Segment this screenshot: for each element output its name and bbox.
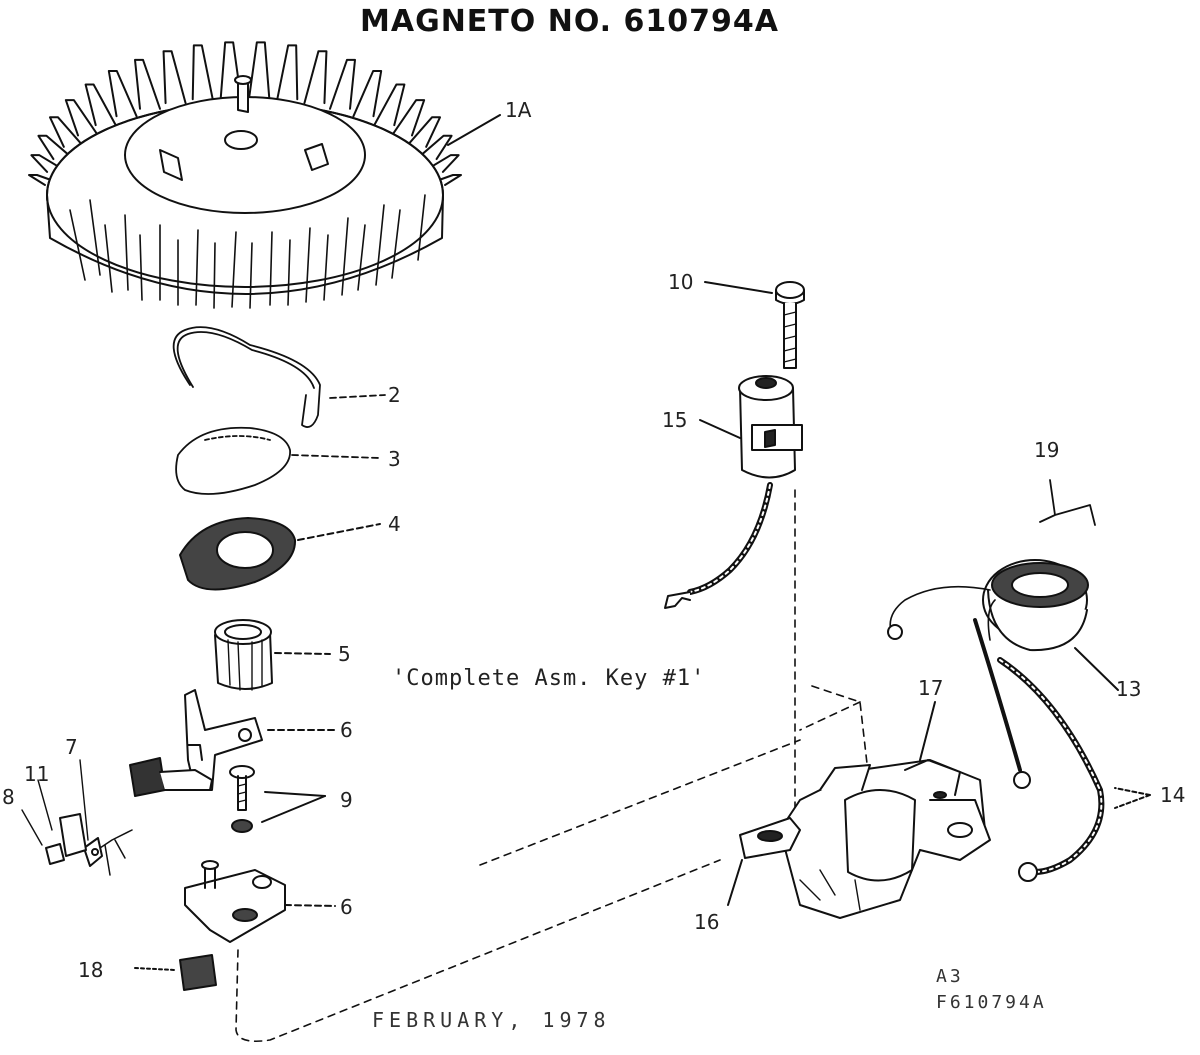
flywheel-fin xyxy=(276,44,299,101)
label-part-8: 8 xyxy=(2,785,15,809)
flywheel-fin xyxy=(84,83,117,127)
label-part-1a: 1A xyxy=(505,98,532,122)
label-part-10: 10 xyxy=(668,270,694,294)
plug-part-18 xyxy=(134,954,217,991)
flywheel-fin xyxy=(191,44,214,101)
complete-assembly-note: 'Complete Asm. Key #1' xyxy=(392,666,706,691)
cover-part-3 xyxy=(175,426,381,495)
leader-14 xyxy=(1114,787,1151,809)
clip-part-19 xyxy=(1039,479,1096,526)
flywheel-fin xyxy=(37,134,75,161)
diagram-title: MAGNETO NO. 610794A xyxy=(360,4,779,39)
flywheel-fin xyxy=(329,58,356,110)
label-part-9: 9 xyxy=(340,788,353,812)
screw-part-10 xyxy=(704,281,805,369)
flywheel-fin xyxy=(248,41,271,99)
screw-washer-part-9 xyxy=(229,765,326,833)
flywheel-fin xyxy=(303,50,328,105)
flywheel-fin xyxy=(405,116,442,148)
label-part-4: 4 xyxy=(388,512,401,536)
label-part-13: 13 xyxy=(1116,677,1142,701)
flywheel-fin xyxy=(415,134,453,161)
bushing-part-5 xyxy=(214,619,331,691)
flywheel-fin xyxy=(64,99,100,137)
label-part-11: 11 xyxy=(24,762,50,786)
flywheel-fin xyxy=(48,116,85,148)
part-number-code: F610794A xyxy=(936,992,1047,1013)
flywheel-part-1a xyxy=(28,41,501,309)
label-part-6-upper: 6 xyxy=(340,718,353,742)
breaker-plate-part-6-lower xyxy=(184,860,336,943)
flywheel-fin xyxy=(352,70,383,118)
label-part-15: 15 xyxy=(662,408,688,432)
armature-part-17 xyxy=(779,701,991,919)
assembly-outline xyxy=(235,685,871,1043)
gasket-part-4 xyxy=(179,517,381,591)
label-part-17: 17 xyxy=(918,676,944,700)
page-code-a3: A3 xyxy=(936,966,964,987)
diagram-date: FEBRUARY, 1978 xyxy=(372,1008,611,1032)
flywheel-fin xyxy=(373,83,406,127)
label-part-18: 18 xyxy=(78,958,104,982)
label-part-3: 3 xyxy=(388,447,401,471)
flywheel-fin xyxy=(107,70,138,118)
flywheel-fin xyxy=(219,41,242,99)
label-part-6-lower: 6 xyxy=(340,895,353,919)
spring-clip-part-2 xyxy=(172,326,386,428)
label-part-5: 5 xyxy=(338,642,351,666)
label-part-2: 2 xyxy=(388,383,401,407)
breaker-arm-part-6-upper xyxy=(184,689,336,791)
label-part-16: 16 xyxy=(694,910,720,934)
flywheel-fin xyxy=(390,99,426,137)
label-part-7: 7 xyxy=(65,735,78,759)
label-part-19: 19 xyxy=(1034,438,1060,462)
label-part-14: 14 xyxy=(1160,783,1186,807)
coil-part-13 xyxy=(887,559,1119,882)
bracket-part-16 xyxy=(727,817,801,906)
connector-parts-7-8-11 xyxy=(21,757,213,876)
condenser-part-15 xyxy=(664,375,803,609)
flywheel-fin xyxy=(134,58,161,110)
flywheel-fin xyxy=(162,50,187,105)
